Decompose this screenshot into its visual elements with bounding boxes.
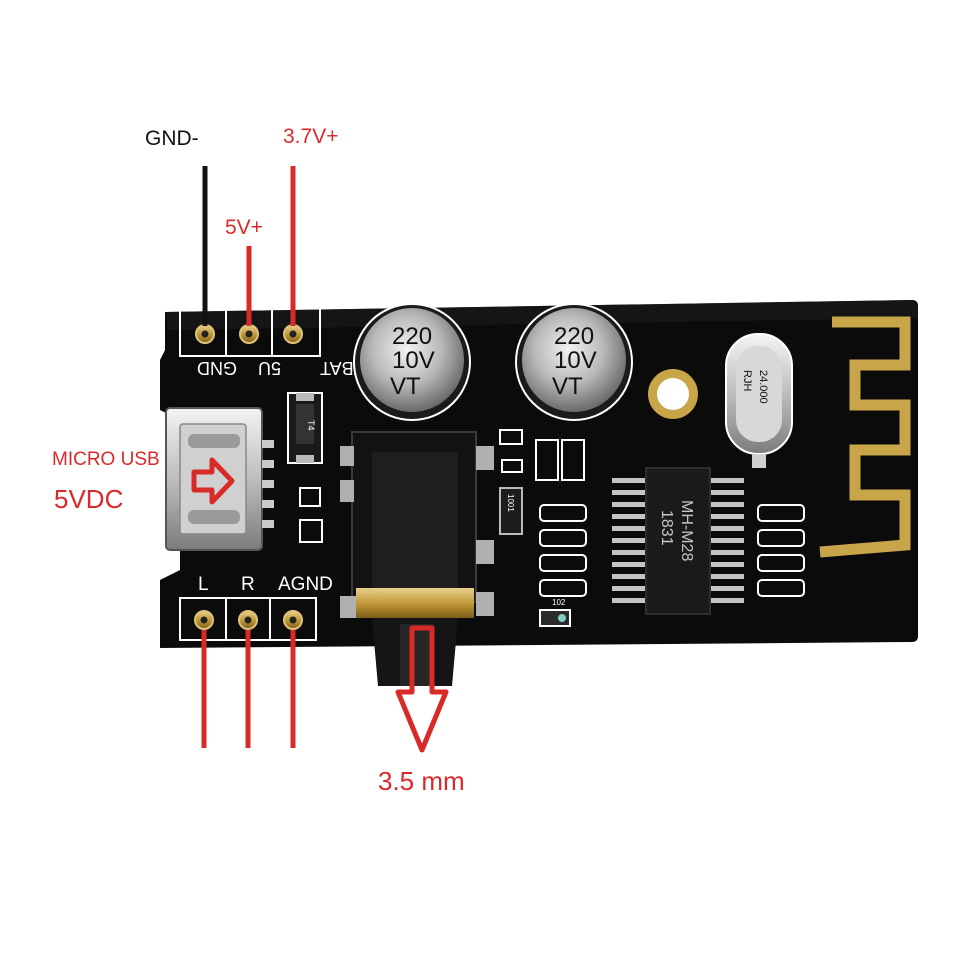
cap2-line2: 10V (554, 347, 597, 374)
capacitor-2 (515, 303, 633, 421)
diode-component (287, 392, 323, 464)
silk-right: R (241, 574, 255, 595)
chip-line1: MH-M28 (678, 500, 695, 561)
audio-jack (340, 431, 494, 686)
silk-left: L (198, 574, 209, 595)
resistor-mark: 1001 (506, 494, 515, 512)
smd-components-right (757, 504, 805, 597)
bottom-header (179, 597, 317, 641)
usb-arrow (191, 457, 235, 505)
crystal-line1: RJH (741, 370, 753, 391)
silk-gnd: GND (197, 358, 237, 378)
smd-pad-1 (299, 487, 321, 507)
jack-arrow (395, 625, 449, 753)
main-chip (612, 467, 744, 615)
cap2-line1: 220 (554, 323, 594, 350)
label-gnd: GND- (145, 127, 199, 150)
cap-mark: 102 (552, 598, 566, 607)
crystal-line2: 24.000 (757, 370, 769, 404)
cap1-line2: 10V (392, 347, 435, 374)
label-5vdc: 5VDC (54, 484, 124, 514)
label-5v: 5V+ (225, 216, 263, 239)
cap1-line3: VT (390, 373, 421, 400)
cap2-line3: VT (552, 373, 583, 400)
crystal-oscillator (725, 333, 793, 468)
label-3v7: 3.7V+ (283, 125, 339, 148)
cap1-line1: 220 (392, 323, 432, 350)
micro-usb-connector (165, 407, 274, 551)
diode-mark: T4 (306, 420, 316, 431)
label-micro-usb: MICRO USB (52, 449, 160, 470)
chip-line2: 1831 (658, 510, 675, 546)
antenna-trace (819, 316, 911, 558)
label-3-5mm: 3.5 mm (378, 766, 465, 796)
smd-components-left (499, 429, 587, 627)
smd-pad-2 (299, 519, 323, 543)
capacitor-1 (353, 303, 471, 421)
silk-agnd: AGND (278, 574, 333, 595)
silk-5v: 5U (258, 358, 281, 378)
